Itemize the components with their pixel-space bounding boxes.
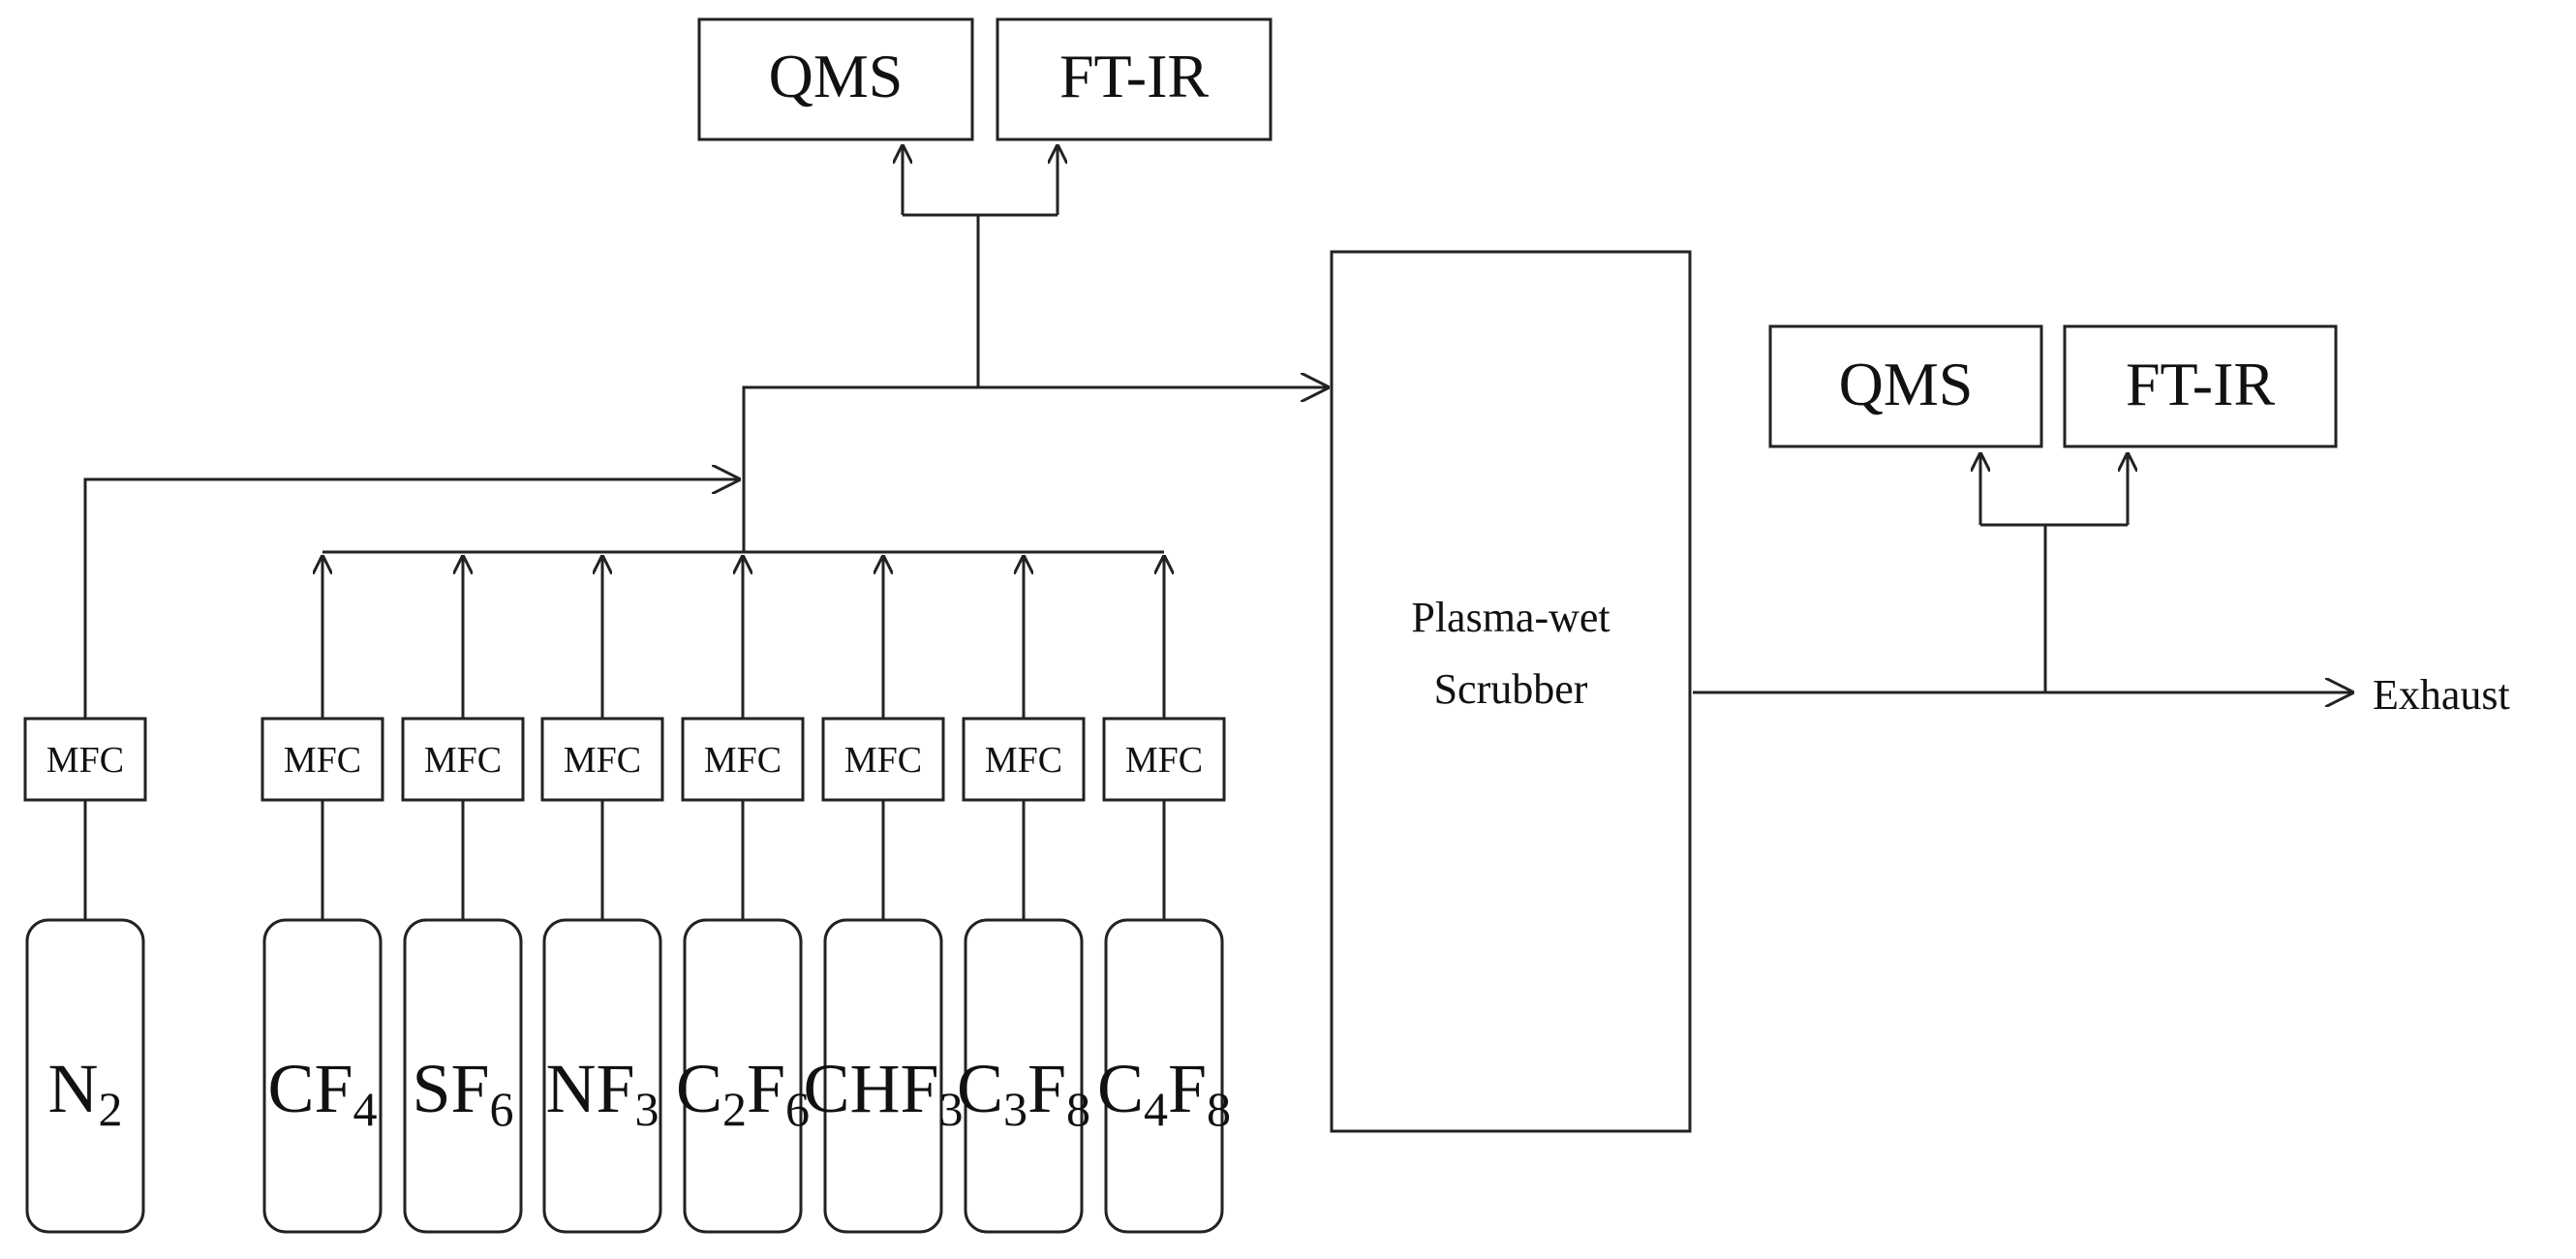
gas-formula: C4F8 (1097, 1050, 1231, 1136)
mfc-label: MFC (564, 740, 641, 781)
gas-formula-main: C (676, 1050, 722, 1127)
gas-formula-subscript: 3 (635, 1082, 659, 1136)
gas-formula-subscript: 8 (1207, 1082, 1231, 1136)
gas-formula-main: F (1027, 1050, 1066, 1127)
gas-formula: C2F6 (676, 1050, 810, 1136)
gas-cylinders: MFCN2MFCCF4MFCSF6MFCNF3MFCC2F6MFCCHF3MFC… (23, 556, 1231, 1234)
gas-line-3: MFC NF3 (540, 556, 664, 1234)
mfc-label: MFC (424, 740, 502, 781)
gas-formula-main: CF (267, 1050, 353, 1127)
gas-formula-subscript: 4 (353, 1082, 378, 1136)
gas-formula-subscript: 3 (939, 1082, 964, 1136)
inlet-qms-box (697, 17, 974, 141)
scrubber-label-line2: Scrubber (1434, 665, 1588, 713)
inlet-analyzers: QMS FT-IR (697, 17, 1273, 387)
gas-formula: C3F8 (957, 1050, 1090, 1136)
scrubber-label-line1: Plasma-wet (1411, 594, 1610, 641)
inlet-qms-label: QMS (769, 42, 904, 110)
gas-formula: CF4 (267, 1050, 377, 1136)
gas-formula-main: F (747, 1050, 785, 1127)
mfc-label: MFC (985, 740, 1062, 781)
gas-formula-main: F (1168, 1050, 1207, 1127)
gas-formula-main: NF (545, 1050, 634, 1127)
gas-formula: N2 (48, 1050, 123, 1136)
n2-feed-line (83, 479, 740, 719)
outlet-analyzers: QMS FT-IR (1768, 324, 2338, 692)
mfc-label: MFC (704, 740, 782, 781)
gas-formula: CHF3 (803, 1050, 963, 1136)
gas-formula-subscript: 6 (785, 1082, 810, 1136)
gas-formula-subscript: 2 (99, 1082, 123, 1136)
outlet-ftir-label: FT-IR (2126, 350, 2275, 418)
mfc-box (540, 717, 664, 802)
gas-formula-subscript: 2 (722, 1082, 747, 1136)
scrubber-box (1330, 250, 1692, 1133)
mfc-box (261, 717, 384, 802)
gas-line-4: MFC C2F6 (676, 556, 810, 1234)
gas-formula-main: C (957, 1050, 1003, 1127)
gas-formula: NF3 (545, 1050, 659, 1136)
feed-line-to-scrubber (742, 387, 1329, 552)
mfc-box (23, 717, 147, 802)
gas-formula-main: N (48, 1050, 99, 1127)
mfc-label: MFC (284, 740, 361, 781)
gas-formula-subscript: 6 (490, 1082, 514, 1136)
gas-line-0: MFC N2 (23, 717, 147, 1234)
mfc-label: MFC (46, 740, 124, 781)
gas-line-7: MFC C4F8 (1097, 556, 1231, 1234)
mfc-box (681, 717, 805, 802)
gas-formula-subscript: 3 (1003, 1082, 1027, 1136)
mfc-box (1102, 717, 1226, 802)
inlet-ftir-box (996, 17, 1273, 141)
mfc-label: MFC (844, 740, 922, 781)
outlet-qms-box (1768, 324, 2043, 448)
gas-formula: SF6 (412, 1050, 513, 1136)
gas-formula-main: C (1097, 1050, 1144, 1127)
gas-formula-main: SF (412, 1050, 489, 1127)
gas-formula-subscript: 8 (1066, 1082, 1090, 1136)
gas-line-6: MFC C3F8 (957, 556, 1090, 1234)
mfc-label: MFC (1125, 740, 1203, 781)
gas-line-1: MFC CF4 (261, 556, 384, 1234)
outlet-ftir-box (2063, 324, 2338, 448)
gas-line-2: MFC SF6 (401, 556, 525, 1234)
gas-line-5: MFC CHF3 (803, 556, 964, 1234)
mfc-box (401, 717, 525, 802)
inlet-ftir-label: FT-IR (1059, 42, 1209, 110)
plasma-wet-scrubber: Plasma-wet Scrubber (1330, 250, 1692, 1133)
gas-formula-main: CHF (803, 1050, 938, 1127)
gas-formula-subscript: 4 (1144, 1082, 1168, 1136)
exhaust-label: Exhaust (2373, 671, 2510, 719)
outlet-qms-label: QMS (1839, 350, 1974, 418)
